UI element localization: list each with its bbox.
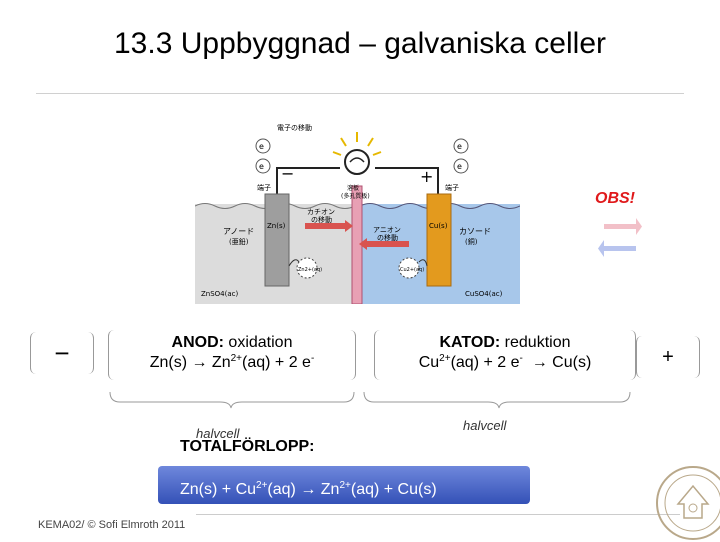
svg-text:e: e (259, 162, 264, 171)
arrow-icon: → (191, 354, 208, 371)
total-reaction-label: TOTALFÖRLOPP: (180, 438, 315, 455)
copper-electrode (426, 193, 452, 287)
cathode-heading: KATOD: reduktion (439, 334, 571, 351)
svg-text:アノード: アノード (223, 227, 254, 236)
svg-text:の移動: の移動 (377, 233, 398, 242)
svg-text:e: e (457, 162, 462, 171)
svg-text:ZnSO4(ac): ZnSO4(ac) (201, 290, 239, 298)
svg-text:アニオン: アニオン (373, 226, 401, 234)
svg-text:+: + (420, 167, 433, 186)
svg-text:カチオン: カチオン (307, 208, 335, 216)
university-seal-icon (656, 466, 720, 540)
obs-note: OBS! (595, 190, 635, 207)
halvcell-label-left: halvcell (196, 426, 240, 441)
slide-title: 13.3 Uppbyggnad – galvaniska celler (114, 27, 606, 60)
svg-text:e: e (457, 142, 462, 151)
anode-heading: ANOD: oxidation (171, 334, 293, 351)
svg-text:Cu2+(aq): Cu2+(aq) (400, 267, 424, 273)
svg-text:の移動: の移動 (311, 215, 332, 224)
total-reaction-equation: Zn(s) + Cu2+(aq) → Zn2+(aq) + Cu(s) (158, 466, 530, 504)
svg-text:Zn(s): Zn(s) (267, 222, 286, 230)
electron-icons: e e e e (255, 138, 469, 174)
svg-text:−: − (281, 164, 294, 183)
anode-sign: − (30, 332, 94, 374)
footer-credit: KEMA02/ © Sofi Elmroth 2011 (38, 519, 186, 531)
galvanic-cell-diagram: e e e e 電子の移動 − + 端子 端子 溶板 (多孔質板) Zn(s) … (195, 116, 520, 304)
svg-text:カソード: カソード (459, 227, 491, 236)
svg-text:溶板: 溶板 (347, 184, 359, 192)
cathode-half-reaction: KATOD: reduktion Cu2+(aq) + 2 e- → Cu(s) (374, 330, 636, 380)
svg-text:電子の移動: 電子の移動 (277, 123, 312, 132)
zinc-electrode (264, 193, 290, 287)
svg-text:(亜鉛): (亜鉛) (229, 237, 249, 246)
halvcell-braces (109, 392, 631, 409)
bulb-icon (344, 149, 370, 175)
svg-text:端子: 端子 (445, 183, 459, 192)
svg-text:(多孔質板): (多孔質板) (341, 192, 370, 200)
footer-divider (196, 514, 680, 515)
title-divider (36, 93, 684, 94)
svg-text:e: e (259, 142, 264, 151)
cathode-sign: + (636, 336, 700, 378)
arrow-icon: → (531, 354, 548, 371)
halvcell-label-right: halvcell (463, 418, 507, 433)
svg-text:CuSO4(ac): CuSO4(ac) (465, 290, 503, 298)
svg-text:Cu(s): Cu(s) (429, 222, 448, 230)
svg-text:(銅): (銅) (465, 237, 478, 246)
svg-text:Zn2+(aq): Zn2+(aq) (298, 267, 322, 273)
anode-equation: Zn(s) → Zn2+(aq) + 2 e- (149, 353, 315, 372)
arrow-icon: → (300, 481, 317, 498)
svg-text:端子: 端子 (257, 183, 271, 192)
double-arrow-icon (598, 218, 642, 257)
anode-half-reaction: ANOD: oxidation Zn(s) → Zn2+(aq) + 2 e- (108, 330, 356, 380)
cathode-equation: Cu2+(aq) + 2 e- → Cu(s) (418, 353, 592, 372)
